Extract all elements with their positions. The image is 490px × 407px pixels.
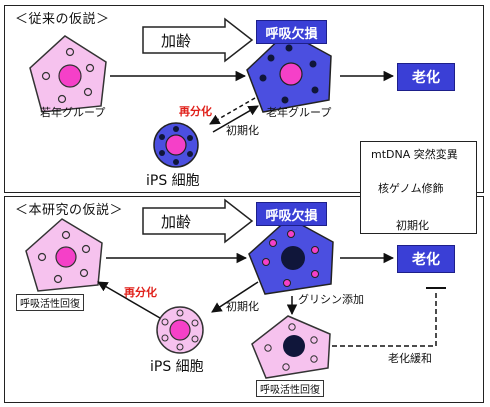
recovery-label-left: 呼吸活性回復 [16,294,84,311]
legend-reprogramming-label: 初期化 [396,219,429,232]
respiratory-deficit-box: 呼吸欠損 [256,20,327,44]
recovery-label-bottom: 呼吸活性回復 [256,380,324,397]
new-hypothesis-title: ＜本研究の仮説＞ [13,199,126,218]
aging-big-arrow [142,17,254,63]
ips-cell-label: iPS 細胞 [146,173,200,189]
recovered-cell-bottom [251,315,331,379]
respiratory-deficit-box-bottom: 呼吸欠損 [256,202,327,226]
legend-box [360,141,477,234]
redifferentiation-label: 再分化 [179,105,212,118]
aging-box-bottom: 老化 [397,245,455,273]
ips-cell-label-bottom: iPS 細胞 [150,359,204,375]
aging-arrow-label-bottom: 加齢 [161,213,192,231]
old-group-label: 老年グループ [266,106,332,119]
ips-cell-bottom [156,306,204,354]
legend-mtdna-label: mtDNA 突然変異 [371,148,458,161]
young-group-label: 若年グループ [40,106,106,119]
legend-nuclear-label: 核ゲノム修飾 [378,182,444,195]
old-cell [246,31,332,113]
aging-arrow-label: 加齢 [161,32,192,50]
reprogramming-label-bottom: 初期化 [226,300,259,313]
conventional-hypothesis-title: ＜従来の仮説＞ [13,8,112,27]
aging-big-arrow-bottom [142,198,254,244]
redifferentiation-label-bottom: 再分化 [124,286,157,299]
aging-box: 老化 [397,63,455,91]
mitigation-label: 老化緩和 [388,352,432,365]
glycine-label: グリシン添加 [298,293,364,306]
reprogramming-label: 初期化 [226,124,259,137]
ips-cell-top [153,122,199,168]
young-cell [29,35,107,113]
recovered-cell-left [25,218,103,292]
old-cell-bottom [248,217,334,295]
